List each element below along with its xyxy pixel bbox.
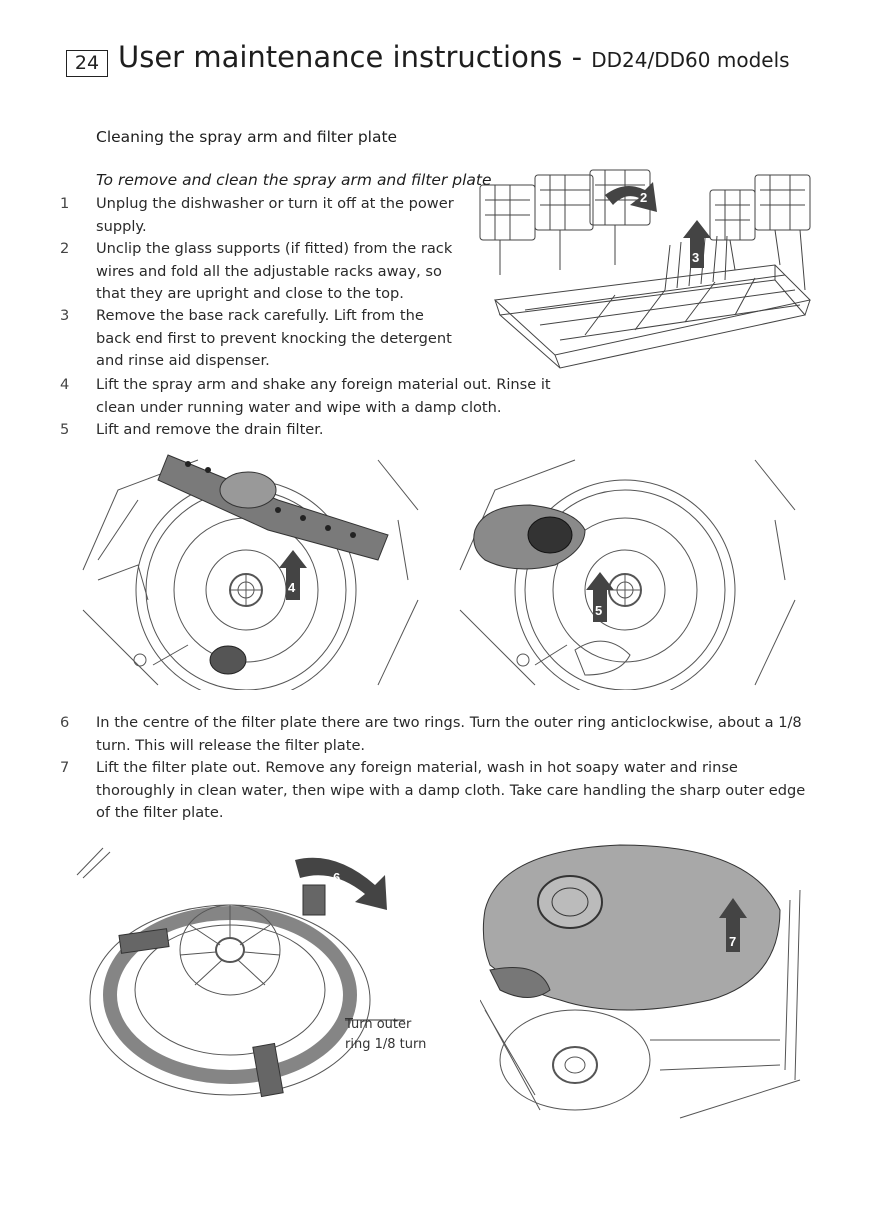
- step-number: 6: [60, 714, 70, 731]
- step-3: 3 Remove the base rack carefully. Lift f…: [60, 305, 460, 373]
- arrow-6-label: 6: [333, 870, 340, 885]
- step-2: 2 Unclip the glass supports (if fitted) …: [60, 238, 460, 306]
- arrow-4-label: 4: [288, 580, 296, 595]
- arrow-6-icon: 6: [295, 857, 387, 910]
- step-text: Lift the spray arm and shake any foreign…: [96, 376, 551, 416]
- step-text: In the centre of the filter plate there …: [96, 714, 802, 754]
- filter-plate-illustration: 7: [480, 840, 810, 1120]
- section-heading: Cleaning the spray arm and filter plate: [96, 128, 398, 146]
- step-text: Unclip the glass supports (if fitted) fr…: [96, 240, 453, 302]
- page-title: User maintenance instructions - DD24/DD6…: [118, 40, 790, 74]
- caption-line-2: ring 1/8 turn: [345, 1037, 427, 1052]
- arrow-3-icon: 3: [683, 220, 711, 268]
- arrow-5-icon: 5: [586, 572, 614, 622]
- step-5: 5 Lift and remove the drain filter.: [60, 419, 580, 442]
- step-number: 7: [60, 759, 70, 776]
- procedure-subheading: To remove and clean the spray arm and fi…: [96, 171, 492, 189]
- spray-arm-illustration: 4: [78, 450, 423, 690]
- page-number: 24: [66, 50, 108, 77]
- step-4: 4 Lift the spray arm and shake any forei…: [60, 374, 580, 419]
- arrow-4-icon: 4: [279, 550, 307, 600]
- step-number: 4: [60, 376, 70, 393]
- rack-illustration: 2 3: [465, 150, 825, 380]
- step-7: 7 Lift the filter plate out. Remove any …: [60, 757, 820, 825]
- step-number: 2: [60, 240, 70, 257]
- step-6: 6 In the centre of the filter plate ther…: [60, 712, 820, 757]
- arrow-2-label: 2: [640, 190, 647, 205]
- arrow-2-icon: 2: [605, 182, 657, 212]
- drain-filter-illustration: 5: [455, 450, 800, 690]
- arrow-7-icon: 7: [719, 898, 747, 952]
- step-1: 1 Unplug the dishwasher or turn it off a…: [60, 193, 460, 238]
- filter-ring-illustration: 6: [75, 840, 405, 1105]
- step-number: 3: [60, 307, 70, 324]
- title-models: DD24/DD60 models: [591, 48, 790, 72]
- arrow-5-label: 5: [595, 603, 602, 618]
- arrow-7-label: 7: [729, 934, 736, 949]
- step-text: Remove the base rack carefully. Lift fro…: [96, 307, 452, 369]
- ring-caption: Turn outer ring 1/8 turn: [345, 1015, 426, 1055]
- step-number: 1: [60, 195, 70, 212]
- step-text: Lift and remove the drain filter.: [96, 421, 324, 438]
- step-number: 5: [60, 421, 70, 438]
- step-text: Lift the filter plate out. Remove any fo…: [96, 759, 806, 821]
- step-text: Unplug the dishwasher or turn it off at …: [96, 195, 454, 235]
- arrow-3-label: 3: [692, 250, 699, 265]
- caption-line-1: Turn outer: [345, 1017, 412, 1032]
- title-main: User maintenance instructions -: [118, 40, 592, 74]
